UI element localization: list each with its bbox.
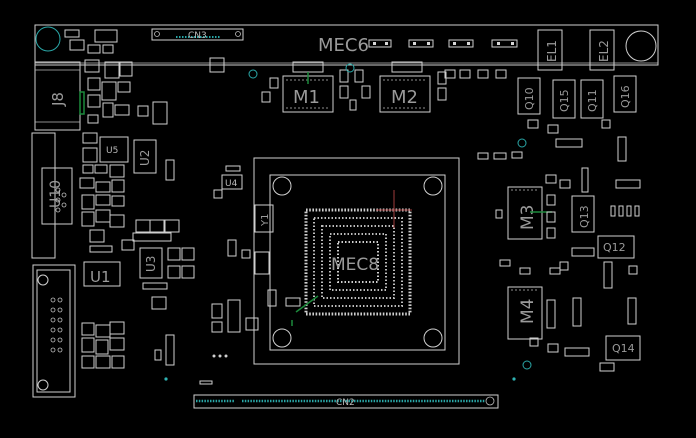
electrolytic-el2: EL2 — [589, 29, 615, 71]
u2-label: U2 — [138, 150, 152, 166]
m1-label: M1 — [293, 87, 320, 108]
connector-left-mid: U10 — [31, 132, 73, 259]
chip-u4: U4 — [213, 165, 243, 199]
q12-label: Q12 — [603, 241, 626, 254]
top-strip-smd-row — [368, 39, 518, 48]
chip-u1: U1 — [83, 261, 121, 287]
crystal-y1: Y1 — [254, 204, 274, 233]
u4-label: U4 — [225, 179, 238, 189]
socket-left-parts — [199, 239, 301, 385]
q-cluster-top-right: Q10 Q15 Q11 Q16 — [444, 69, 637, 162]
q11-label: Q11 — [586, 89, 599, 112]
cpu-socket-mec8: MEC8 — [253, 157, 460, 365]
el1-label: EL1 — [545, 40, 559, 62]
top-edge-strip — [34, 24, 659, 66]
m4-label: M4 — [518, 299, 538, 324]
q15-label: Q15 — [558, 89, 571, 112]
mosfet-m2: M2 — [379, 61, 431, 113]
mosfet-m4: M4 — [507, 286, 543, 340]
electrolytic-el1: EL1 — [537, 29, 563, 71]
q14-label: Q14 — [612, 342, 635, 355]
j8-label: J8 — [49, 92, 67, 107]
cn2-label: CN2 — [336, 398, 355, 408]
connector-j8: J8 — [34, 61, 85, 131]
left-smd-cluster: U5 — [64, 29, 225, 369]
q16-label: Q16 — [619, 85, 632, 108]
mosfet-m1: M1 — [282, 61, 334, 113]
mosfet-m3: M3 — [507, 186, 552, 240]
cn3-label: CN3 — [188, 31, 207, 41]
connector-cn3: CN3 — [151, 28, 244, 41]
right-smd-cluster — [164, 151, 641, 381]
chip-u3: U3 — [139, 247, 163, 279]
el2-label: EL2 — [597, 40, 611, 62]
chip-q12: Q12 — [597, 235, 635, 259]
q10-label: Q10 — [523, 87, 536, 110]
chip-u2: U2 — [133, 139, 157, 174]
u10-label: U10 — [48, 180, 64, 208]
connector-left-lower — [32, 264, 76, 398]
quad-pad-cluster — [167, 247, 195, 279]
u5-label: U5 — [106, 146, 118, 156]
mec8-label: MEC8 — [331, 255, 379, 275]
q13-label: Q13 — [578, 205, 591, 228]
m1-m2-support-parts — [248, 63, 447, 111]
u3-label: U3 — [144, 256, 158, 272]
y1-label: Y1 — [260, 214, 271, 227]
chip-q13: Q13 — [571, 195, 595, 233]
mounting-hole-top-right — [625, 30, 657, 62]
mec6-label: MEC6 — [318, 35, 369, 56]
chip-q14: Q14 — [605, 335, 641, 361]
mounting-hole-top-left — [35, 26, 61, 52]
m2-label: M2 — [391, 87, 418, 108]
m3-label: M3 — [518, 205, 538, 230]
connector-cn2: CN2 — [193, 394, 499, 409]
u1-label: U1 — [90, 268, 111, 286]
